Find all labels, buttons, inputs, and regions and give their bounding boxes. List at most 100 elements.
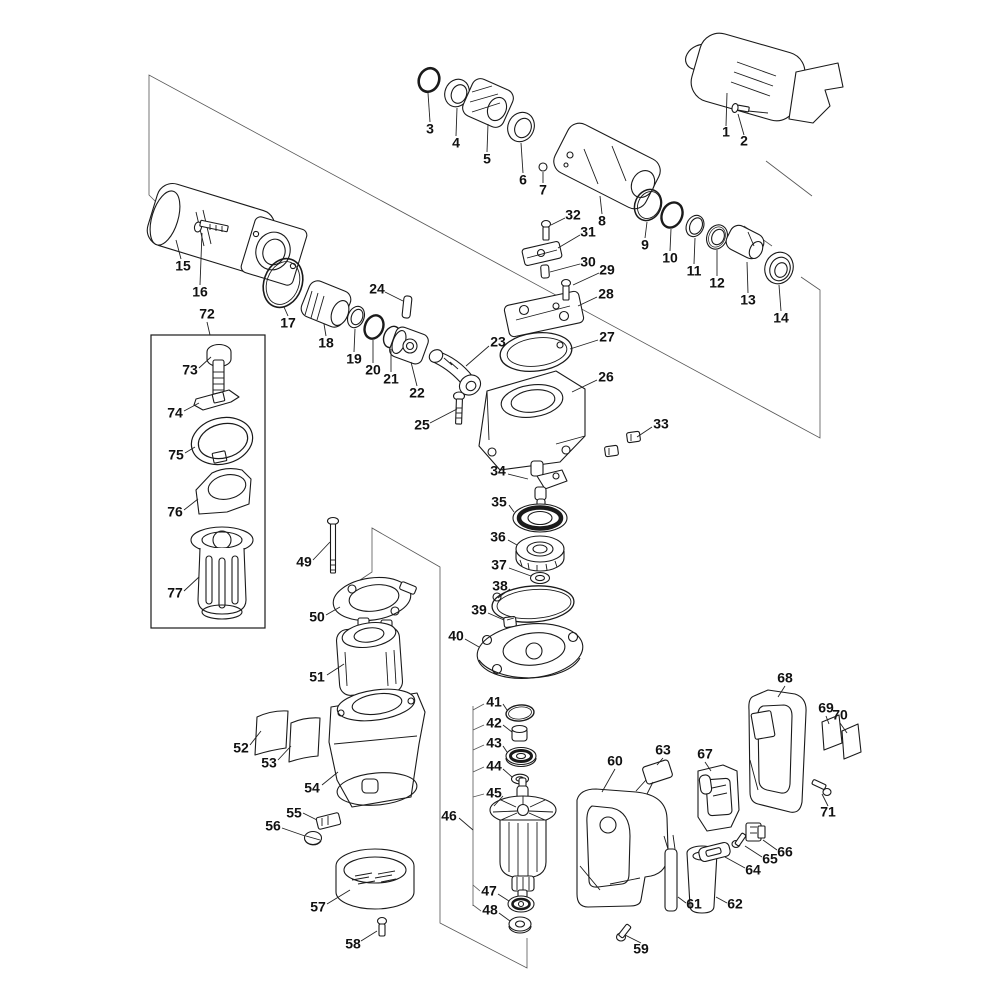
part-42 bbox=[511, 724, 528, 742]
leader-line-74 bbox=[183, 402, 200, 412]
part-number-11: 11 bbox=[687, 263, 702, 279]
leader-line-34 bbox=[507, 473, 529, 480]
part-number-37: 37 bbox=[491, 557, 507, 573]
part-35 bbox=[512, 503, 568, 533]
part-67 bbox=[697, 764, 740, 832]
leader-line-53 bbox=[277, 745, 292, 761]
connector-line-6 bbox=[472, 703, 485, 711]
part-55 bbox=[315, 812, 342, 830]
part-6 bbox=[507, 111, 535, 143]
leader-line-56 bbox=[281, 827, 306, 837]
part-29 bbox=[560, 278, 572, 301]
part-50 bbox=[332, 576, 417, 629]
part-number-48: 48 bbox=[482, 902, 498, 918]
part-number-66: 66 bbox=[777, 844, 793, 860]
part-30 bbox=[540, 264, 550, 279]
part-60 bbox=[576, 788, 669, 908]
part-number-14: 14 bbox=[773, 310, 789, 326]
part-number-10: 10 bbox=[662, 250, 678, 266]
leader-line-38 bbox=[497, 588, 511, 599]
part-number-52: 52 bbox=[233, 740, 249, 756]
leader-line-16 bbox=[199, 232, 203, 286]
part-76 bbox=[195, 467, 252, 515]
part-number-75: 75 bbox=[168, 447, 184, 463]
leader-line-15 bbox=[175, 239, 182, 260]
part-number-7: 7 bbox=[539, 182, 547, 198]
leader-line-2 bbox=[737, 113, 745, 136]
part-number-50: 50 bbox=[309, 609, 325, 625]
leader-line-10 bbox=[669, 228, 672, 252]
part-number-49: 49 bbox=[296, 554, 312, 570]
part-65 bbox=[731, 832, 747, 849]
part-68 bbox=[748, 689, 807, 813]
part-57 bbox=[335, 848, 415, 910]
leader-line-8 bbox=[599, 195, 603, 215]
leader-line-60 bbox=[601, 768, 616, 793]
part-number-53: 53 bbox=[261, 755, 277, 771]
part-19 bbox=[346, 305, 366, 329]
part-number-43: 43 bbox=[486, 735, 502, 751]
part-number-45: 45 bbox=[486, 785, 502, 801]
part-number-15: 15 bbox=[175, 258, 191, 274]
part-number-41: 41 bbox=[486, 694, 502, 710]
leader-line-17 bbox=[283, 306, 289, 317]
part-74 bbox=[193, 389, 240, 411]
part-number-35: 35 bbox=[491, 494, 507, 510]
part-47 bbox=[507, 895, 535, 913]
leader-line-28 bbox=[577, 296, 598, 307]
leader-line-65 bbox=[744, 845, 763, 858]
leader-line-24 bbox=[384, 291, 404, 302]
leader-line-62 bbox=[715, 896, 728, 904]
leader-line-39 bbox=[487, 612, 505, 621]
part-43 bbox=[505, 746, 537, 768]
part-number-21: 21 bbox=[383, 371, 399, 387]
leader-line-64 bbox=[724, 856, 746, 869]
leader-line-76 bbox=[183, 498, 199, 511]
leader-line-13 bbox=[746, 261, 749, 294]
part-11 bbox=[685, 214, 705, 238]
part-number-62: 62 bbox=[727, 896, 743, 912]
part-20 bbox=[363, 314, 385, 340]
part-37 bbox=[529, 571, 551, 585]
part-number-2: 2 bbox=[740, 133, 748, 149]
part-number-77: 77 bbox=[167, 585, 183, 601]
leader-line-23 bbox=[465, 345, 490, 367]
part-32 bbox=[540, 219, 552, 241]
leader-lines bbox=[175, 92, 848, 944]
part-number-3: 3 bbox=[426, 121, 434, 137]
part-number-labels: 1234567891011121314151617181920212223242… bbox=[167, 121, 848, 957]
leader-line-32 bbox=[550, 217, 566, 226]
part-52 bbox=[254, 710, 289, 756]
part-61 bbox=[663, 834, 678, 912]
part-27 bbox=[499, 331, 573, 373]
leader-line-66 bbox=[762, 839, 778, 851]
part-number-17: 17 bbox=[280, 315, 296, 331]
part-number-72: 72 bbox=[199, 306, 215, 322]
part-number-69: 69 bbox=[818, 700, 834, 716]
part-number-12: 12 bbox=[709, 275, 725, 291]
part-number-47: 47 bbox=[481, 883, 497, 899]
part-26 bbox=[478, 370, 586, 471]
leader-line-36 bbox=[507, 539, 518, 546]
leader-line-48 bbox=[498, 912, 511, 922]
leader-line-55 bbox=[302, 812, 318, 821]
part-38 bbox=[491, 585, 575, 623]
connector-line-8 bbox=[472, 744, 485, 751]
leader-line-44 bbox=[502, 768, 513, 778]
part-number-73: 73 bbox=[182, 362, 198, 378]
part-7 bbox=[538, 162, 548, 172]
part-number-54: 54 bbox=[304, 780, 320, 796]
leader-line-77 bbox=[183, 576, 200, 592]
part-3 bbox=[417, 66, 441, 94]
part-17 bbox=[262, 257, 304, 309]
leader-line-33 bbox=[636, 426, 653, 438]
part-46 bbox=[499, 819, 547, 901]
part-number-31: 31 bbox=[580, 224, 596, 240]
connector-line-10 bbox=[472, 793, 485, 798]
part-24 bbox=[401, 295, 413, 319]
part-number-61: 61 bbox=[686, 896, 702, 912]
leader-line-9 bbox=[644, 221, 648, 239]
part-number-44: 44 bbox=[486, 758, 502, 774]
leader-line-37 bbox=[508, 567, 532, 577]
